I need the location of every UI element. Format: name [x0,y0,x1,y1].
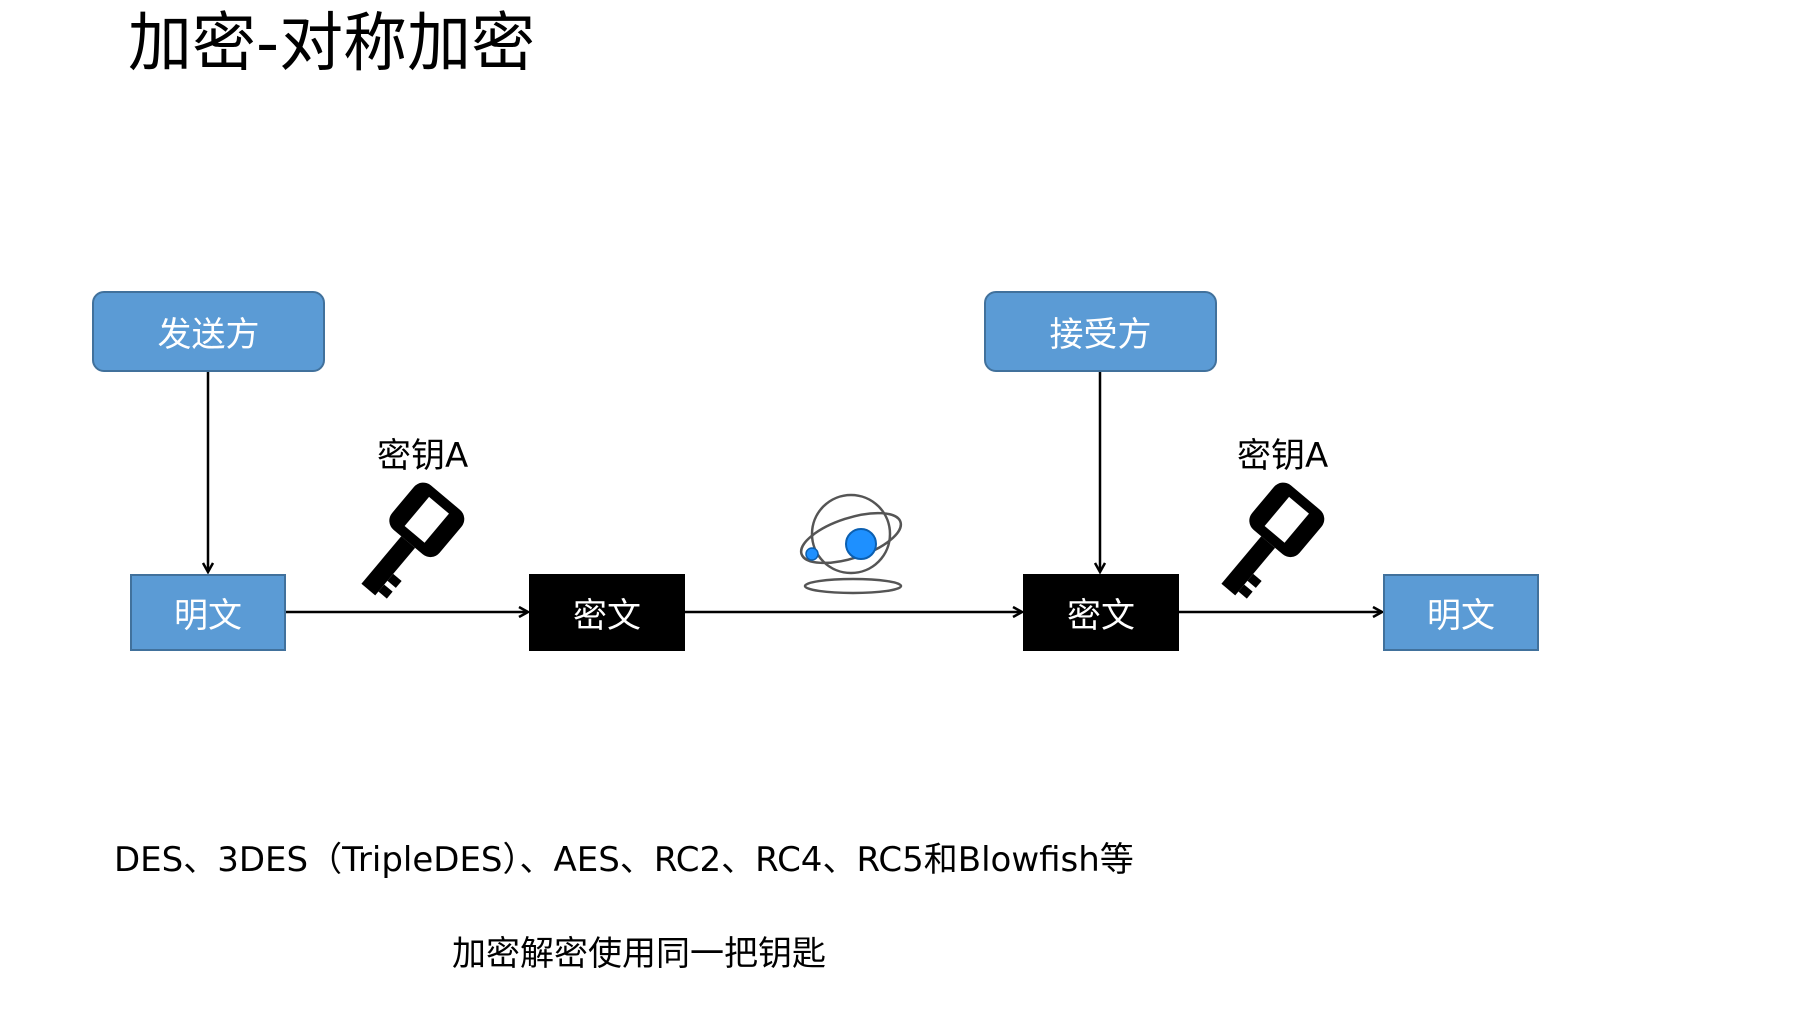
key-icon [1221,482,1325,599]
network-orbit-icon [799,493,903,595]
sender-box: 发送方 [92,291,325,372]
plaintext-box-left: 明文 [130,574,286,651]
receiver-label: 接受方 [1049,315,1152,355]
ciphertext-box-left: 密文 [529,574,685,651]
ciphertext-left-label: 密文 [573,596,641,636]
summary-text: 加密解密使用同一把钥匙 [452,934,826,974]
plaintext-left-label: 明文 [174,596,242,636]
plaintext-box-right: 明文 [1383,574,1539,651]
sender-label: 发送方 [157,315,260,355]
receiver-box: 接受方 [984,291,1217,372]
ciphertext-right-label: 密文 [1067,596,1135,636]
plaintext-right-label: 明文 [1427,596,1495,636]
algorithm-list-text: DES、3DES（TripleDES）、AES、RC2、RC4、RC5和Blow… [114,840,1134,880]
ciphertext-box-right: 密文 [1023,574,1179,651]
key-label-right: 密钥A [1237,436,1329,476]
page-title: 加密-对称加密 [128,7,536,81]
key-label-left: 密钥A [377,436,469,476]
key-icon [361,482,465,599]
